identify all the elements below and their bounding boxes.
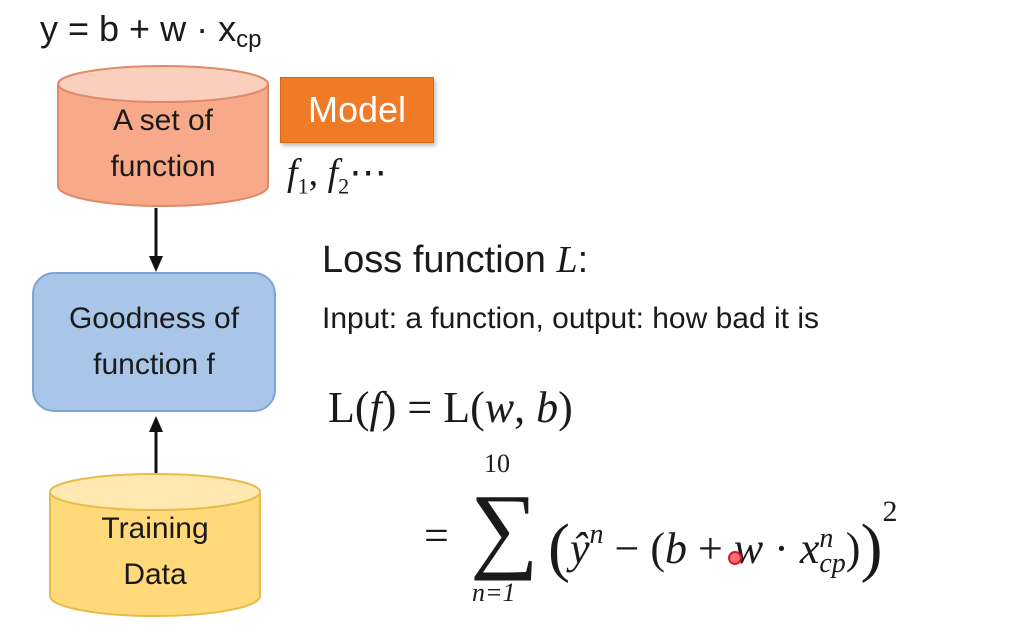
eq1-close: ) bbox=[558, 383, 573, 432]
function-f2-index: 2 bbox=[338, 173, 350, 199]
eq2-power: 2 bbox=[882, 495, 898, 528]
training-data-text: Training Data bbox=[48, 506, 262, 598]
eq2-x-superscript: n bbox=[819, 522, 834, 554]
loss-equation-definition: L(f) = L(w, b) bbox=[328, 382, 573, 433]
model-badge: Model bbox=[280, 77, 434, 143]
loss-title-colon: : bbox=[577, 239, 589, 281]
function-list: f1, f2⋯ bbox=[287, 150, 387, 200]
eq2-b: b bbox=[664, 524, 687, 573]
eq1-b: b bbox=[536, 383, 559, 432]
set-of-function-text: A set of function bbox=[56, 98, 270, 190]
eq2-close-big-paren: ) bbox=[860, 511, 883, 584]
set-of-function-line1: A set of bbox=[112, 104, 214, 137]
laser-pointer-dot bbox=[728, 551, 742, 565]
eq1-L-open: L( bbox=[328, 383, 370, 432]
arrow-down-icon bbox=[149, 208, 163, 272]
set-of-function-line2: function bbox=[110, 150, 216, 183]
eq2-x: x bbox=[799, 524, 820, 573]
eq1-w: w bbox=[484, 383, 515, 432]
function-f2: f bbox=[327, 152, 339, 194]
eq2-open-big-paren: ( bbox=[548, 511, 570, 584]
set-of-function-cylinder: A set of function bbox=[56, 64, 270, 208]
sum-upper-bound: 10 bbox=[484, 449, 510, 478]
goodness-line2: function f bbox=[93, 348, 215, 381]
function-f1-index: 1 bbox=[297, 173, 309, 199]
eq2-minus: − ( bbox=[603, 524, 665, 573]
training-data-line1: Training bbox=[101, 512, 209, 545]
summation-sign: ∑ bbox=[470, 474, 539, 581]
training-data-cylinder: Training Data bbox=[48, 472, 262, 618]
model-formula: y = b + w · xcp bbox=[40, 8, 262, 53]
eq1-comma: , bbox=[514, 383, 537, 432]
eq2-x-subscript: cp bbox=[819, 547, 846, 579]
eq2-dot: · bbox=[763, 524, 800, 573]
loss-description: Input: a function, output: how bad it is bbox=[322, 302, 819, 335]
function-f1: f bbox=[287, 152, 298, 194]
formula-main: y = b + w · x bbox=[40, 8, 237, 49]
loss-function-title: Loss function L: bbox=[322, 238, 588, 282]
eq1-f: f bbox=[369, 383, 382, 432]
eq2-close-small-paren: ) bbox=[845, 524, 861, 573]
cylinder-shape-orange bbox=[57, 65, 269, 207]
loss-symbol: L bbox=[556, 239, 578, 281]
loss-title-text: Loss function bbox=[322, 239, 557, 281]
formula-subscript: cp bbox=[236, 26, 262, 53]
goodness-of-function-box: Goodness of function f bbox=[32, 272, 276, 412]
eq2-plus: + bbox=[686, 524, 734, 573]
cylinder-shape-yellow bbox=[49, 473, 261, 617]
eq2-yhat-superscript: n bbox=[589, 519, 604, 550]
eq1-middle: ) = L( bbox=[381, 383, 485, 432]
function-ellipsis: ⋯ bbox=[349, 152, 388, 194]
function-separator: , bbox=[308, 152, 328, 194]
training-data-line2: Data bbox=[123, 558, 187, 591]
sum-lower-bound: n=1 bbox=[472, 578, 516, 607]
goodness-line1: Goodness of bbox=[68, 302, 240, 335]
eq2-w: w bbox=[733, 524, 764, 573]
eq2-equals: = bbox=[424, 511, 449, 560]
eq2-yhat: ŷ bbox=[569, 524, 590, 573]
